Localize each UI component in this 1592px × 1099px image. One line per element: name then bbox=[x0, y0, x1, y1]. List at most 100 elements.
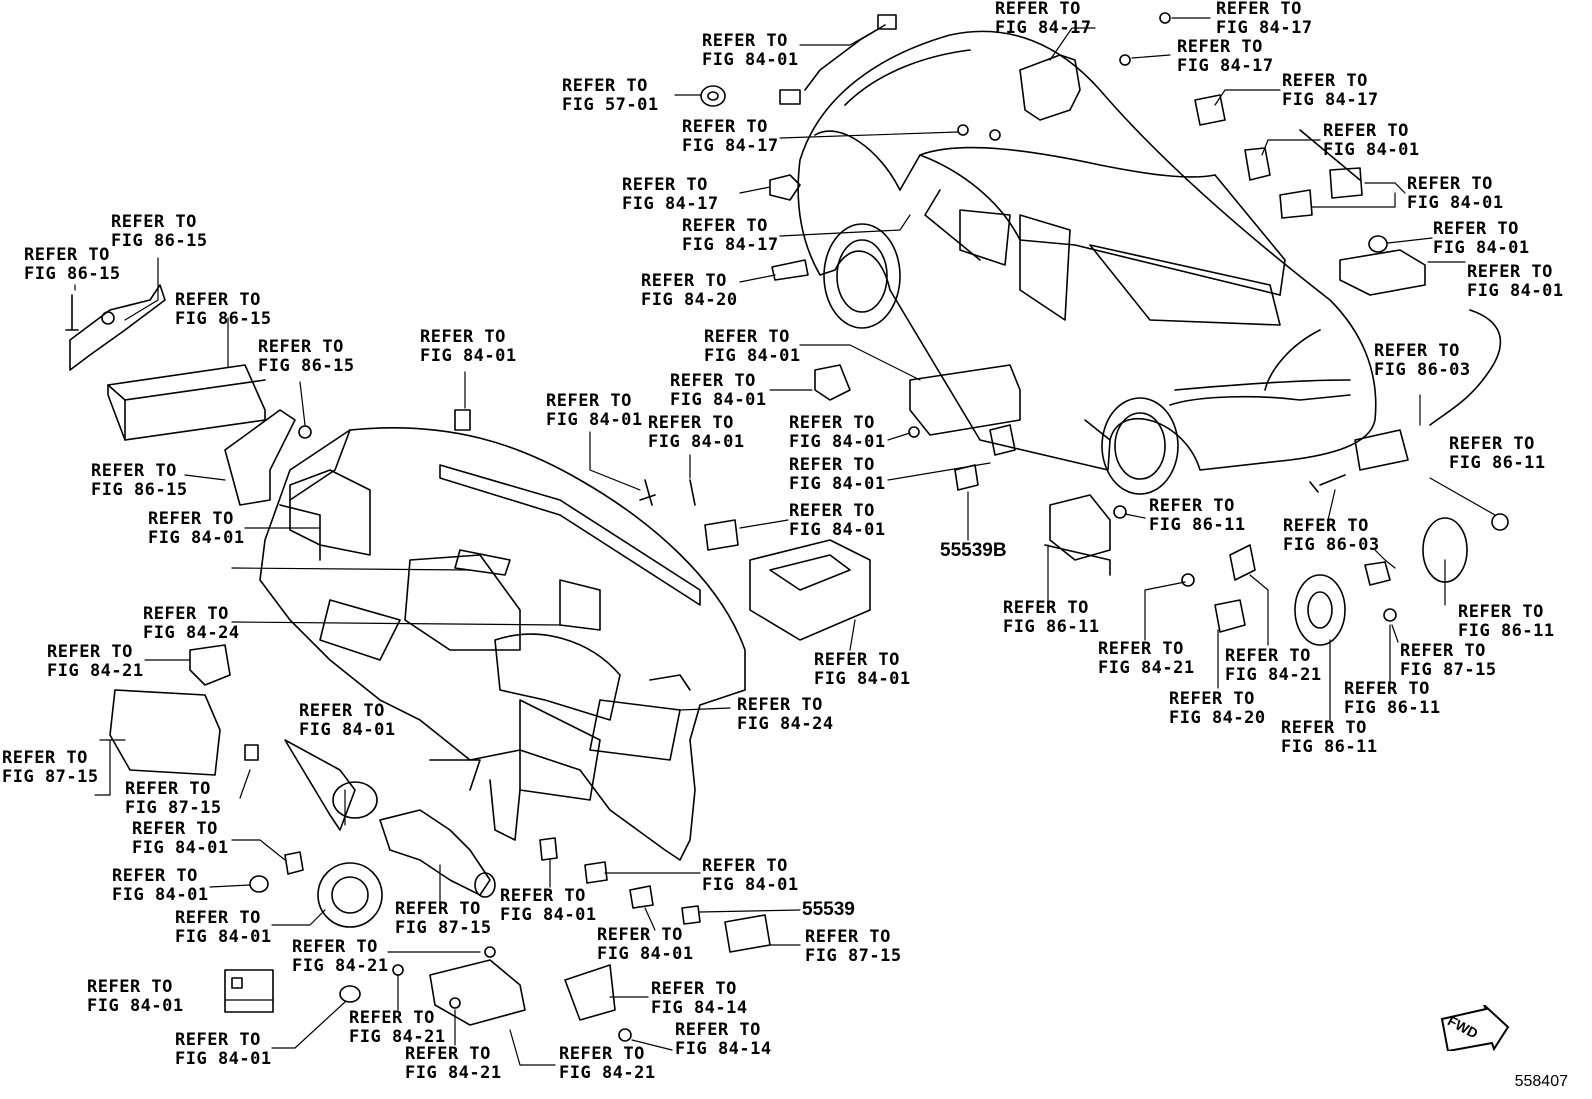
callout-line1: REFER TO bbox=[704, 327, 790, 347]
callout-line2: FIG 84-17 bbox=[1282, 90, 1379, 110]
callout-line2: FIG 84-01 bbox=[546, 410, 643, 430]
illustration-reference-number: 558407 bbox=[1514, 1073, 1568, 1090]
callout-line1: REFER TO bbox=[562, 76, 648, 96]
callout-line1: REFER TO bbox=[175, 290, 261, 310]
callout-line1: REFER TO bbox=[420, 327, 506, 347]
callout-line2: FIG 84-01 bbox=[1433, 238, 1530, 258]
callout-line1: REFER TO bbox=[995, 0, 1081, 19]
callout-line1: REFER TO bbox=[737, 695, 823, 715]
callout-line1: REFER TO bbox=[702, 31, 788, 51]
callout-line1: REFER TO bbox=[1374, 341, 1460, 361]
callout-line1: REFER TO bbox=[292, 937, 378, 957]
callout-line2: FIG 84-01 bbox=[132, 838, 229, 858]
callout-line1: REFER TO bbox=[87, 977, 173, 997]
components bbox=[65, 12, 1509, 1042]
callout-line2: FIG 84-01 bbox=[299, 720, 396, 740]
callout-line1: REFER TO bbox=[1098, 639, 1184, 659]
instrument-panel bbox=[259, 427, 746, 861]
callout-line2: FIG 86-15 bbox=[175, 309, 272, 329]
callout-line1: REFER TO bbox=[349, 1008, 435, 1028]
callout-line2: FIG 84-21 bbox=[405, 1063, 502, 1083]
callout-line2: FIG 84-01 bbox=[670, 390, 767, 410]
callout-line1: REFER TO bbox=[125, 779, 211, 799]
callout-line2: FIG 84-01 bbox=[702, 875, 799, 895]
callout-line1: REFER TO bbox=[112, 866, 198, 886]
callout-line1: REFER TO bbox=[670, 371, 756, 391]
callout-line2: FIG 84-21 bbox=[1225, 665, 1322, 685]
callout-line2: FIG 84-01 bbox=[704, 346, 801, 366]
callout-line2: FIG 87-15 bbox=[2, 767, 99, 787]
callout-line2: FIG 86-11 bbox=[1449, 453, 1546, 473]
callout-line2: FIG 86-11 bbox=[1003, 617, 1100, 637]
callout-line2: FIG 84-01 bbox=[1323, 140, 1420, 160]
callout-line1: REFER TO bbox=[682, 216, 768, 236]
callout-line2: FIG 84-01 bbox=[500, 905, 597, 925]
callout-line2: FIG 84-01 bbox=[814, 669, 911, 689]
callout-line2: FIG 84-24 bbox=[143, 623, 240, 643]
callout-line2: FIG 84-01 bbox=[87, 996, 184, 1016]
callout-line2: FIG 84-01 bbox=[648, 432, 745, 452]
callout-line1: REFER TO bbox=[500, 886, 586, 906]
callout-line1: REFER TO bbox=[622, 175, 708, 195]
callout-line1: REFER TO bbox=[1177, 37, 1263, 57]
callout-line1: REFER TO bbox=[405, 1044, 491, 1064]
callout-line2: FIG 84-01 bbox=[112, 885, 209, 905]
callout-line1: REFER TO bbox=[1458, 602, 1544, 622]
callout-line1: REFER TO bbox=[395, 899, 481, 919]
callout-line2: FIG 84-01 bbox=[1467, 281, 1564, 301]
callout-line2: FIG 84-17 bbox=[1177, 56, 1274, 76]
callout-line1: REFER TO bbox=[143, 604, 229, 624]
callout-line1: REFER TO bbox=[1323, 121, 1409, 141]
callout-line2: FIG 86-11 bbox=[1458, 621, 1555, 641]
callout-line2: FIG 84-01 bbox=[597, 944, 694, 964]
callout-line2: FIG 86-03 bbox=[1283, 535, 1380, 555]
callout-line1: REFER TO bbox=[641, 271, 727, 291]
callout-line1: REFER TO bbox=[1344, 679, 1430, 699]
callout-line1: REFER TO bbox=[258, 337, 344, 357]
callout-line2: FIG 87-15 bbox=[805, 946, 902, 966]
callout-line2: FIG 84-01 bbox=[420, 346, 517, 366]
callout-line1: REFER TO bbox=[132, 819, 218, 839]
